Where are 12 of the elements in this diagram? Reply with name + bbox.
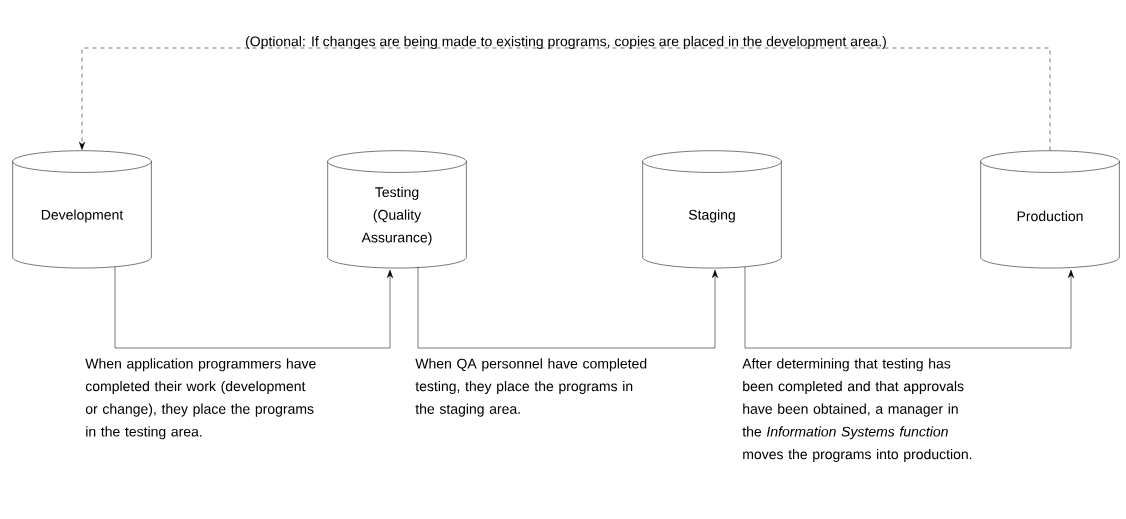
cylinder: Testing (Quality Assurance) — [327, 150, 467, 269]
arrow — [114, 266, 393, 349]
edge-label: When application programmers have completed their work (development or change), they place the programs in the testing area. — [85, 358, 316, 440]
arrow — [79, 47, 1051, 151]
edge-label: When QA personnel have completed testing, they place the programs in the staging area. — [415, 358, 647, 417]
edge-label: (Optional: If changes are being made to existing programs, copies are placed in the development area.) — [246, 36, 886, 50]
arrow — [744, 266, 1074, 349]
cylinder: Development — [12, 150, 152, 269]
edge-label: After determining that testing has been completed and that approvals have been obtained, a manager in the Information Systems function moves the programs into production. — [742, 358, 972, 462]
cylinder: Production — [980, 150, 1120, 269]
arrow — [417, 266, 718, 349]
cylinder: Staging — [642, 150, 782, 269]
